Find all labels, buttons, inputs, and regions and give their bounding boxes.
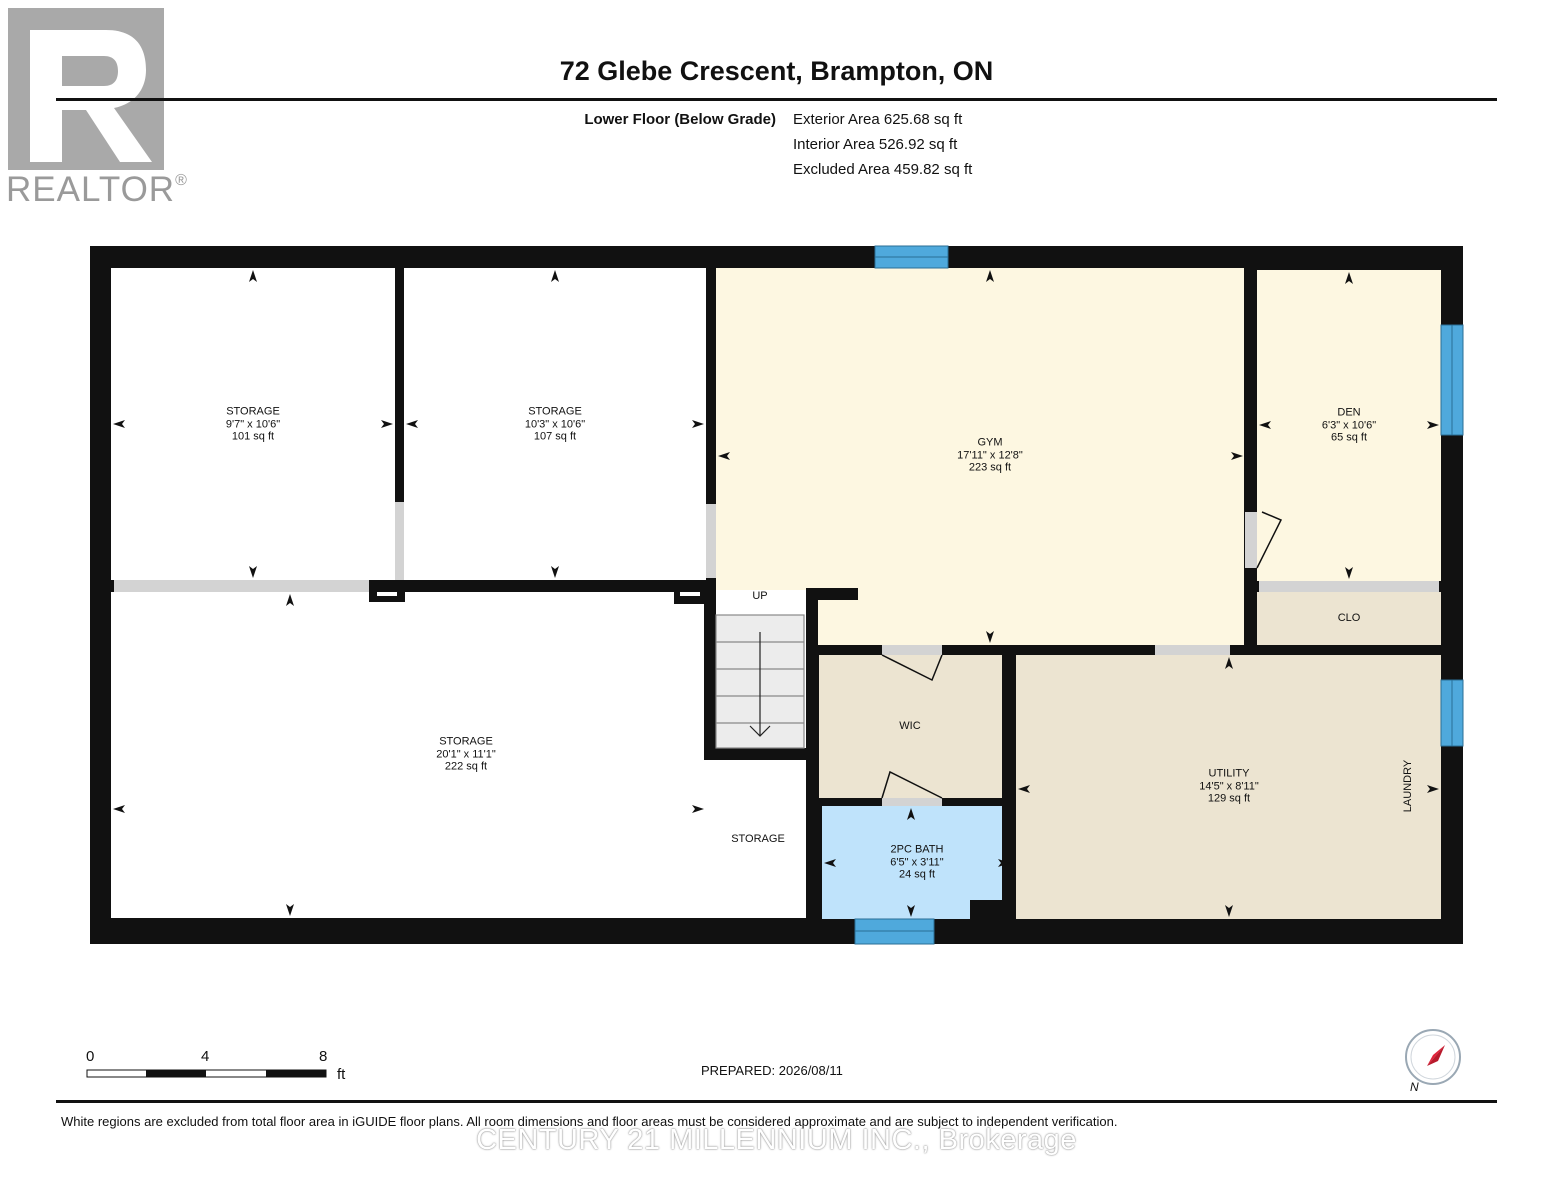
room-dimensions: 14'5" x 8'11"	[1199, 779, 1259, 792]
door-opening	[1245, 512, 1257, 568]
clo-room	[1257, 592, 1441, 645]
brokerage-watermark: CENTURY 21 MILLENNIUM INC., Brokerage	[476, 1124, 1077, 1156]
room-dimensions: 10'3" x 10'6"	[524, 417, 586, 430]
room-area: 223 sq ft	[968, 461, 1012, 474]
door-opening	[882, 645, 942, 655]
scale-unit: ft	[337, 1066, 346, 1083]
interior-area: Interior Area 526.92 sq ft	[793, 136, 958, 153]
room-name: STORAGE	[439, 735, 493, 748]
room-label-bath: 2PC BATH 6'5" x 3'11" 24 sq ft	[890, 843, 943, 881]
stairs-label: UP	[752, 590, 767, 603]
room-label-gym: GYM 17'11" x 12'8" 223 sq ft	[957, 436, 1023, 474]
realtor-logo: REALTOR®	[6, 6, 187, 210]
room-label-wic: WIC	[899, 720, 920, 733]
room-label-storage-3: STORAGE 20'1" x 11'1" 222 sq ft	[436, 735, 496, 773]
room-name: LAUNDRY	[1401, 759, 1414, 813]
excluded-area: Excluded Area 459.82 sq ft	[793, 161, 973, 178]
door-opening	[1259, 581, 1439, 592]
disclaimer-text: White regions are excluded from total fl…	[61, 1114, 1118, 1129]
room-name: CLO	[1337, 611, 1361, 624]
stairs-direction: UP	[752, 589, 768, 602]
door-opening	[882, 798, 942, 806]
wic-room	[819, 655, 1002, 798]
gym-room	[716, 268, 1244, 645]
scale-tick-4: 4	[201, 1048, 210, 1065]
den-room	[1257, 270, 1441, 581]
room-area: 107 sq ft	[533, 430, 577, 443]
room-name: UTILITY	[1208, 767, 1250, 780]
dimension-arrows	[113, 270, 1439, 917]
room-label-laundry: LAUNDRY	[1402, 760, 1415, 812]
room-dimensions: 20'1" x 11'1"	[436, 747, 496, 760]
room-label-storage-1: STORAGE 9'7" x 10'6" 101 sq ft	[226, 405, 280, 443]
room-name: STORAGE	[528, 405, 582, 418]
room-area: 24 sq ft	[898, 868, 936, 881]
realtor-wordmark: REALTOR®	[6, 170, 188, 210]
door-opening	[1155, 645, 1230, 655]
room-name: 2PC BATH	[890, 843, 944, 856]
compass-north-label: N	[1410, 1080, 1419, 1094]
room-name: GYM	[977, 436, 1003, 449]
utility-room	[1016, 655, 1441, 919]
room-area: 129 sq ft	[1207, 792, 1251, 805]
room-area: 65 sq ft	[1330, 431, 1368, 444]
room-dimensions: 6'3" x 10'6"	[1321, 418, 1377, 431]
footer-divider	[56, 1100, 1497, 1103]
room-label-storage-small: STORAGE	[731, 833, 785, 846]
prepared-date: PREPARED: 2026/08/11	[701, 1063, 843, 1078]
floor-label: Lower Floor (Below Grade)	[584, 111, 776, 128]
room-area: 222 sq ft	[444, 760, 488, 773]
room-label-storage-2: STORAGE 10'3" x 10'6" 107 sq ft	[525, 405, 585, 443]
window	[854, 245, 1464, 945]
room-label-clo: CLO	[1338, 612, 1361, 625]
room-name: DEN	[1337, 406, 1361, 419]
room-name: STORAGE	[731, 832, 785, 845]
storage-room-2	[404, 268, 706, 580]
room-name: WIC	[899, 719, 921, 732]
door-opening	[114, 580, 369, 592]
room-area: 101 sq ft	[231, 430, 275, 443]
realtor-r-mark	[8, 8, 164, 170]
room-name: STORAGE	[226, 405, 280, 418]
property-address: 72 Glebe Crescent, Brampton, ON	[559, 56, 994, 86]
room-label-utility: UTILITY 14'5" x 8'11" 129 sq ft	[1199, 767, 1259, 805]
registered-mark: ®	[175, 172, 188, 189]
scale-bar	[86, 1069, 327, 1078]
stairs	[715, 614, 805, 749]
realtor-text: REALTOR	[6, 170, 176, 209]
room-label-den: DEN 6'3" x 10'6" 65 sq ft	[1322, 406, 1376, 444]
exterior-area: Exterior Area 625.68 sq ft	[793, 111, 963, 128]
door-opening	[706, 504, 716, 578]
floor-plan	[90, 245, 1464, 945]
header-divider	[56, 98, 1497, 101]
room-dimensions: 6'5" x 3'11"	[890, 855, 944, 868]
room-dimensions: 17'11" x 12'8"	[957, 448, 1023, 461]
scale-tick-8: 8	[319, 1048, 328, 1065]
room-dimensions: 9'7" x 10'6"	[225, 417, 281, 430]
storage-room-3	[111, 592, 811, 918]
storage-room-1	[111, 268, 396, 580]
scale-tick-0: 0	[86, 1048, 95, 1065]
compass-icon	[1405, 1029, 1461, 1085]
door-opening	[395, 502, 404, 580]
